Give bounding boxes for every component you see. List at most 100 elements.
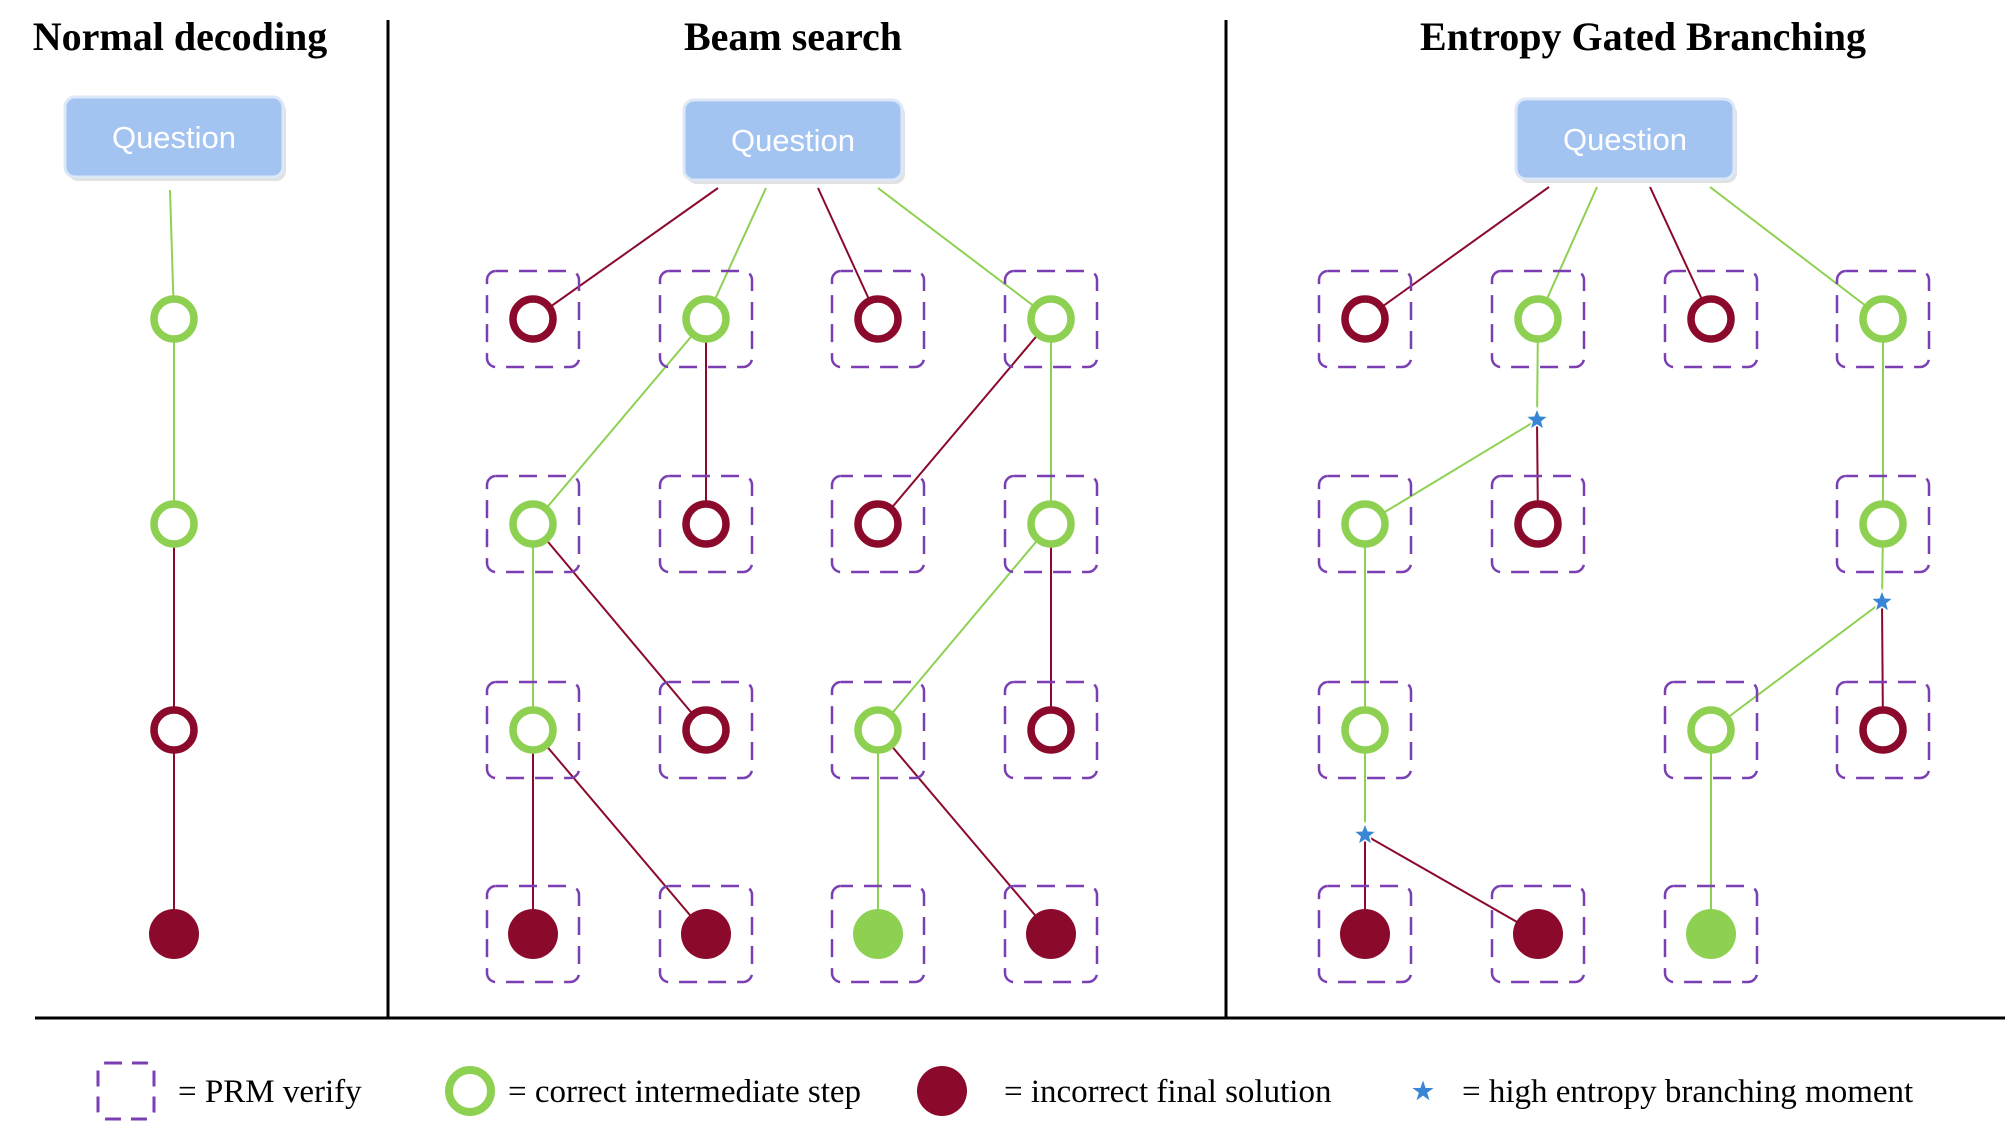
edge-q-c11 [1364, 186, 1550, 320]
edge-b33-b44 [877, 729, 1052, 935]
step-node-b23 [854, 500, 902, 548]
legend-star-icon [1407, 1075, 1439, 1105]
prm-verify-box [830, 269, 926, 369]
prm-verify-box [1317, 680, 1413, 780]
prm-verify-box [1003, 474, 1099, 574]
step-node-b12 [682, 295, 730, 343]
step-node-c13 [1687, 295, 1735, 343]
final-solution-node-b44 [1026, 909, 1076, 959]
high-entropy-star-icon [1868, 587, 1896, 614]
step-node-c31 [1341, 706, 1389, 754]
prm-verify-box [485, 680, 581, 780]
step-node-c11 [1341, 295, 1389, 343]
edge-b24-b33 [877, 523, 1052, 731]
step-node-b22 [682, 500, 730, 548]
step-node-b24 [1027, 500, 1075, 548]
edge-s3-c42 [1364, 834, 1539, 935]
question-box [682, 98, 904, 182]
prm-verify-box [1663, 269, 1759, 369]
final-solution-node-c42 [1513, 909, 1563, 959]
step-node-a3 [150, 706, 198, 754]
final-solution-node-b43 [853, 909, 903, 959]
prm-verify-box [1835, 474, 1931, 574]
high-entropy-star-icon [1523, 405, 1551, 432]
nodes-layer [149, 295, 1907, 959]
prm-verify-box [658, 269, 754, 369]
step-node-c21 [1341, 500, 1389, 548]
step-node-c14 [1859, 295, 1907, 343]
edge-q-c12 [1537, 186, 1598, 320]
edge-b31-b42 [532, 729, 707, 935]
legend: = PRM verify = correct intermediate step… [96, 1061, 1913, 1121]
edge-q-c13 [1649, 186, 1712, 320]
step-node-b32 [682, 706, 730, 754]
step-node-b33 [854, 706, 902, 754]
prm-verify-box [485, 269, 581, 369]
questions-layer: Question Question Question [63, 95, 1737, 184]
prm-verify-box [658, 884, 754, 984]
prm-verify-box [1317, 474, 1413, 574]
prm-verify-box [1003, 680, 1099, 780]
high-entropy-star-icon [1351, 820, 1379, 847]
prm-verify-box [485, 884, 581, 984]
legend-label-incorrect: = incorrect final solution [1004, 1074, 1331, 1110]
prm-verify-box [1317, 269, 1413, 369]
prm-verify-box [485, 474, 581, 574]
question-label: Question [731, 123, 855, 158]
question-box [63, 95, 285, 179]
stars-layer [1351, 405, 1896, 847]
step-node-c34 [1859, 706, 1907, 754]
prm-verify-box [1003, 269, 1099, 369]
legend-label-verify: = PRM verify [178, 1074, 362, 1110]
panel-title-beam: Beam search [684, 14, 902, 59]
edge-b12-b21 [532, 318, 707, 525]
edge-b14-b23 [877, 318, 1052, 525]
final-solution-node-b42 [681, 909, 731, 959]
step-node-b11 [509, 295, 557, 343]
prm-verify-box [1317, 884, 1413, 984]
prm-verify-box [1003, 884, 1099, 984]
step-node-b13 [854, 295, 902, 343]
prm-verify-box [1490, 884, 1586, 984]
verify-boxes-layer [485, 269, 1931, 984]
legend-correct-step-icon [445, 1066, 495, 1116]
step-node-c22 [1514, 500, 1562, 548]
step-node-c12 [1514, 295, 1562, 343]
prm-verify-box [658, 680, 754, 780]
step-node-c24 [1859, 500, 1907, 548]
step-node-b31 [509, 706, 557, 754]
edge-q-b12 [705, 187, 767, 320]
panel-title-egb: Entropy Gated Branching [1420, 14, 1866, 59]
step-node-b14 [1027, 295, 1075, 343]
edge-s2-c33 [1710, 601, 1883, 731]
prm-verify-box [1663, 680, 1759, 780]
legend-label-correct: = correct intermediate step [508, 1074, 861, 1110]
question-label: Question [1563, 122, 1687, 157]
prm-verify-box [1835, 680, 1931, 780]
question-label: Question [112, 120, 236, 155]
step-node-b21 [509, 500, 557, 548]
legend-label-star: = high entropy branching moment [1462, 1074, 1913, 1110]
edge-q-b13 [817, 187, 879, 320]
prm-verify-box [1835, 269, 1931, 369]
final-solution-node-a4 [149, 909, 199, 959]
final-solution-node-c43 [1686, 909, 1736, 959]
edge-q-c14 [1709, 186, 1884, 320]
edge-b21-b32 [532, 523, 707, 731]
prm-verify-box [1663, 884, 1759, 984]
prm-verify-box [658, 474, 754, 574]
legend-verify-box [96, 1061, 156, 1121]
edges-layer [169, 186, 1884, 935]
prm-verify-box [830, 680, 926, 780]
question-box [1514, 97, 1736, 181]
edge-q-b14 [877, 187, 1052, 320]
edge-q-b11 [532, 187, 719, 320]
prm-verify-box [830, 474, 926, 574]
step-node-a1 [150, 295, 198, 343]
step-node-c33 [1687, 706, 1735, 754]
final-solution-node-b41 [508, 909, 558, 959]
prm-verify-box [1490, 269, 1586, 369]
legend-incorrect-final-icon [917, 1066, 967, 1116]
edge-s1-c21 [1364, 419, 1538, 525]
